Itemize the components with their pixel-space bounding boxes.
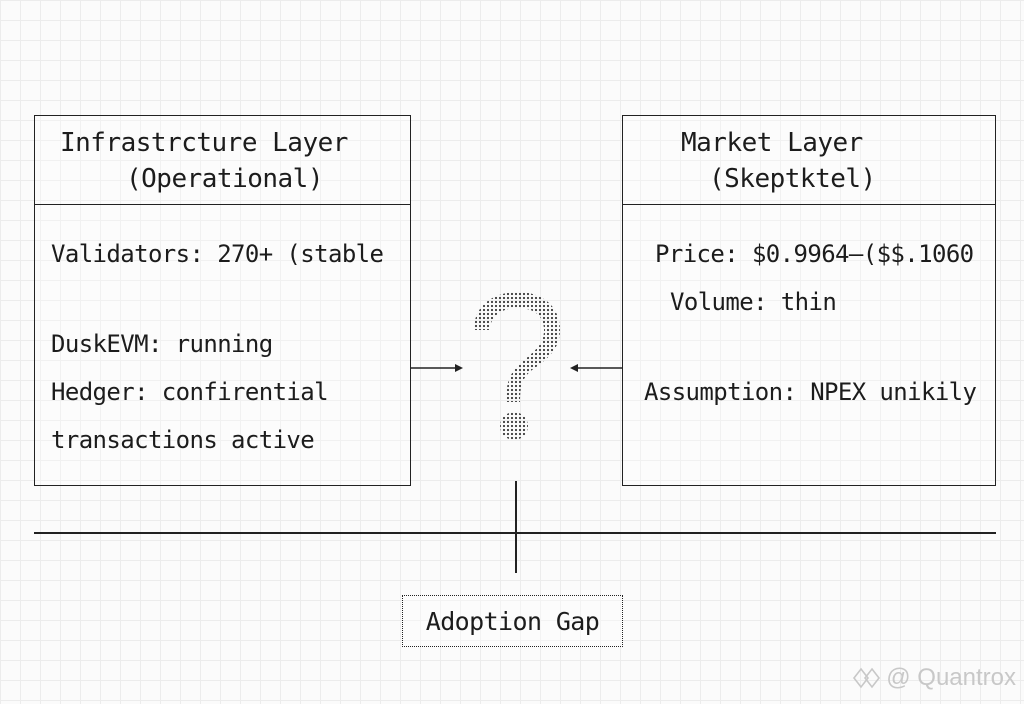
- assumption-line: Assumption: NPEX unikily: [644, 378, 977, 406]
- infrastructure-layer-header: Infrastrcture Layer (Operational): [35, 116, 410, 205]
- price-line: Price: $0.9964–($$.1060: [655, 240, 974, 268]
- infrastructure-layer-subtitle: (Operational): [126, 164, 324, 194]
- infrastructure-layer-title: Infrastrcture Layer: [60, 128, 348, 158]
- left-arrow: [411, 364, 463, 372]
- watermark: @ Quantrox: [852, 664, 1016, 692]
- watermark-text: @ Quantrox: [886, 664, 1016, 691]
- market-layer-header: Market Layer (Skeptktel): [623, 116, 995, 205]
- adoption-gap-box: Adoption Gap: [402, 595, 623, 647]
- duskevm-line: DuskEVM: running: [51, 330, 273, 358]
- market-layer-subtitle: (Skeptktel): [709, 164, 876, 194]
- validators-line: Validators: 270+ (stable: [51, 240, 384, 268]
- diamond-logo-icon: [853, 667, 881, 689]
- right-arrow: [570, 364, 623, 372]
- market-layer-box: Market Layer (Skeptktel) Price: $0.9964–…: [622, 115, 996, 486]
- market-layer-title: Market Layer: [681, 128, 863, 158]
- infrastructure-layer-box: Infrastrcture Layer (Operational) Valida…: [34, 115, 411, 486]
- question-mark-icon: [474, 292, 560, 440]
- volume-line: Volume: thin: [670, 288, 837, 316]
- transactions-line: transactions active: [51, 426, 315, 454]
- hedger-line: Hedger: confirential: [51, 378, 329, 406]
- adoption-gap-label: Adoption Gap: [425, 606, 600, 636]
- timeline-tick: [515, 481, 517, 573]
